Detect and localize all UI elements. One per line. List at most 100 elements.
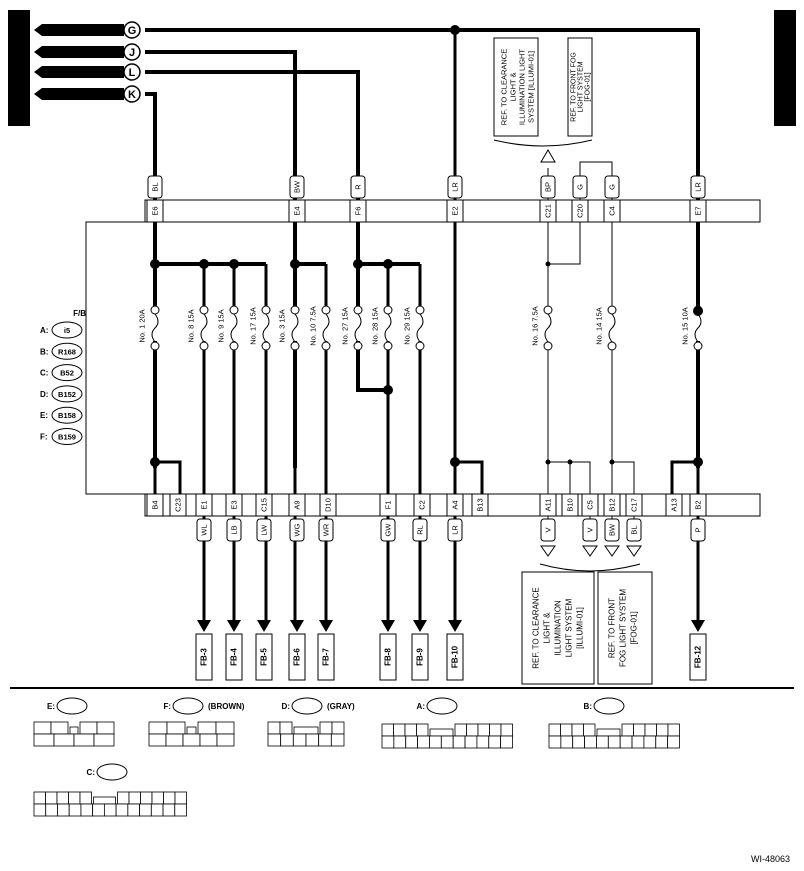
junction-dot bbox=[150, 259, 160, 269]
conn-b-cell bbox=[644, 723, 657, 737]
conn-d-key-notch bbox=[293, 726, 319, 735]
fb-legend-key: D: bbox=[40, 390, 48, 399]
top-wire-box bbox=[350, 175, 366, 199]
conn-a-cell bbox=[393, 723, 406, 737]
conn-f-cell bbox=[166, 721, 186, 735]
fuse-icon bbox=[262, 313, 270, 343]
top-wire-color: BW bbox=[293, 180, 302, 193]
top-pin: E6 bbox=[151, 206, 160, 215]
fb-output-label: FB-5 bbox=[260, 648, 269, 666]
junction-dot bbox=[693, 306, 703, 316]
signal-letter: J bbox=[129, 47, 135, 59]
side-label-left: P-SUP(P)-07 bbox=[11, 27, 27, 109]
bottom-wire-color: LR bbox=[451, 525, 460, 535]
bottom-wire-box bbox=[256, 518, 272, 542]
ref-top-clearance-text: LIGHT & bbox=[509, 72, 518, 101]
conn-c-cell bbox=[45, 803, 58, 817]
conn-b-cell bbox=[667, 723, 680, 737]
bottom-pin: C23 bbox=[174, 498, 183, 512]
connector-oval bbox=[593, 697, 625, 715]
fb-output-box bbox=[446, 633, 464, 681]
fuse-label: No. 17 15A bbox=[249, 307, 258, 345]
top-wire-color: BL bbox=[151, 182, 160, 191]
conn-c-cell bbox=[117, 791, 130, 805]
conn-a-cell bbox=[381, 723, 394, 737]
conn-b-cell bbox=[571, 723, 584, 737]
fuse-terminal bbox=[415, 341, 425, 351]
conn-e-cell bbox=[93, 733, 115, 747]
conn-a-cell bbox=[417, 735, 430, 749]
fb-title: F/B bbox=[73, 309, 86, 318]
junction-dot bbox=[353, 259, 363, 269]
fuse-terminal bbox=[199, 305, 209, 315]
connector-note: (GRAY) bbox=[327, 702, 355, 711]
fuse-gap bbox=[384, 311, 392, 341]
signal-tag-0 bbox=[34, 24, 124, 36]
conn-b-cell bbox=[631, 735, 645, 749]
conn-a-cell bbox=[464, 735, 478, 749]
conn-f-cell bbox=[148, 721, 168, 735]
conn-e-cell bbox=[33, 721, 52, 735]
fuse-terminal bbox=[199, 341, 209, 351]
conn-a-cell bbox=[477, 723, 490, 737]
conn-a-cell bbox=[476, 735, 490, 749]
fuse-gap bbox=[230, 311, 238, 341]
ref-top-fog-text: REF. TO FRONT FOG bbox=[571, 52, 578, 122]
junction-dot bbox=[150, 457, 160, 467]
conn-d-cell bbox=[292, 733, 307, 747]
fuse-gap bbox=[608, 311, 616, 341]
ref-bottom-clearance-text: LIGHT & bbox=[543, 612, 552, 644]
bottom-wire-box bbox=[447, 518, 463, 542]
connector-key: C: bbox=[87, 768, 95, 777]
fuse-label: No. 1 20A bbox=[138, 309, 147, 342]
fb-legend-oval bbox=[51, 321, 83, 339]
output-arrow-icon bbox=[197, 620, 211, 632]
conn-b-cell bbox=[548, 735, 562, 749]
conn-c-cell bbox=[103, 803, 117, 817]
fuse-icon bbox=[291, 313, 299, 343]
ref-bottom-brace bbox=[539, 563, 641, 572]
bottom-wire-box bbox=[412, 518, 428, 542]
connector-key: E: bbox=[47, 702, 55, 711]
conn-b-cell bbox=[619, 735, 633, 749]
output-arrow-icon bbox=[691, 620, 705, 632]
bottom-wire-color: P bbox=[694, 527, 703, 532]
conn-d-cell bbox=[318, 733, 332, 747]
fuse-terminal bbox=[415, 305, 425, 315]
fuse-gap bbox=[262, 311, 270, 341]
conn-d-cell bbox=[331, 721, 345, 735]
conn-f-cell bbox=[197, 721, 217, 735]
fb-legend-oval bbox=[51, 364, 83, 382]
fuse-terminal bbox=[290, 305, 300, 315]
conn-d-cell bbox=[330, 733, 345, 747]
fuse-gap bbox=[322, 311, 330, 341]
signal-letter: G bbox=[128, 25, 137, 37]
bottom-pin: C2 bbox=[418, 500, 427, 510]
conn-c-cell bbox=[140, 791, 153, 805]
ref-bottom-fog-box bbox=[597, 571, 653, 685]
fuse-terminal bbox=[383, 305, 393, 315]
bottom-wire-color: BL bbox=[630, 525, 639, 534]
conn-a-cell bbox=[489, 723, 502, 737]
signal-label: P-SUP(P)-04 bbox=[57, 90, 110, 100]
junction-dot-small bbox=[609, 459, 615, 465]
top-wire-color: G bbox=[608, 184, 617, 190]
top-pin: C20 bbox=[576, 204, 585, 218]
conn-c-cell bbox=[151, 791, 164, 805]
conn-a-cell bbox=[500, 735, 513, 749]
fb-legend-oval bbox=[51, 385, 83, 403]
conn-c-cell bbox=[33, 803, 47, 817]
figure-id: WI-48063 bbox=[751, 854, 790, 864]
conn-c-cell bbox=[128, 791, 141, 805]
fb-output-label: FB-7 bbox=[322, 648, 331, 666]
fb-output-label: FB-6 bbox=[293, 648, 302, 666]
conn-f-key-notch bbox=[186, 726, 197, 735]
conn-c-key-notch bbox=[93, 796, 116, 805]
signal-label: P-SUP(P)-05 bbox=[57, 68, 110, 78]
bottom-wire-box bbox=[690, 518, 706, 542]
output-arrow-icon bbox=[381, 620, 395, 632]
bottom-pin: B4 bbox=[151, 500, 160, 509]
conn-b-cell bbox=[596, 735, 609, 749]
fb-output-label: FB-3 bbox=[200, 648, 209, 666]
fuse-gap bbox=[151, 311, 159, 341]
